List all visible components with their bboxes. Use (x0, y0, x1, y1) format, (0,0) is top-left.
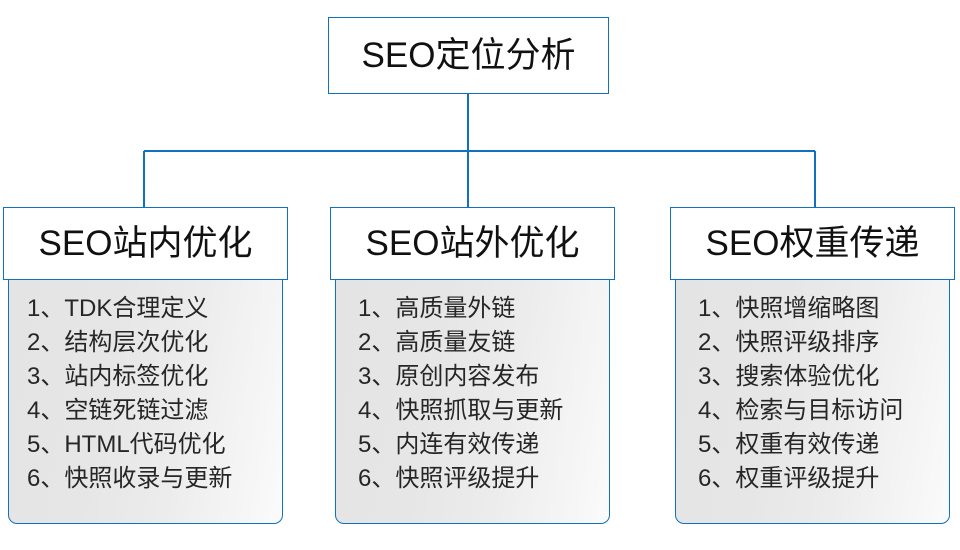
list-item: 6、权重评级提升 (698, 465, 880, 492)
list-item: 1、快照增缩略图 (698, 295, 880, 322)
branch-title-1: SEO站内优化 (38, 224, 253, 263)
branch-header-2[interactable]: SEO站外优化 (330, 207, 615, 280)
branch-column-3: SEO权重传递 1、快照增缩略图 2、快照评级排序 3、搜索体验优化 4、检索与… (670, 207, 955, 524)
branch-header-1[interactable]: SEO站内优化 (3, 207, 288, 280)
list-item: 2、快照评级排序 (698, 329, 880, 356)
list-item: 6、快照收录与更新 (27, 465, 233, 492)
branch-column-2: SEO站外优化 1、高质量外链 2、高质量友链 3、原创内容发布 4、快照抓取与… (330, 207, 615, 524)
branch-body-2: 1、高质量外链 2、高质量友链 3、原创内容发布 4、快照抓取与更新 5、内连有… (335, 280, 610, 524)
list-item: 2、高质量友链 (358, 329, 516, 356)
branch-header-3[interactable]: SEO权重传递 (670, 207, 955, 280)
branch-title-2: SEO站外优化 (365, 224, 580, 263)
branch-body-3: 1、快照增缩略图 2、快照评级排序 3、搜索体验优化 4、检索与目标访问 5、权… (675, 280, 950, 524)
list-item: 3、站内标签优化 (27, 363, 209, 390)
list-item: 4、检索与目标访问 (698, 397, 904, 424)
list-item: 2、结构层次优化 (27, 329, 209, 356)
list-item: 5、权重有效传递 (698, 431, 880, 458)
branch-body-1: 1、TDK合理定义 2、结构层次优化 3、站内标签优化 4、空链死链过滤 5、H… (8, 280, 283, 524)
list-item: 4、空链死链过滤 (27, 397, 209, 424)
root-node[interactable]: SEO定位分析 (328, 17, 609, 94)
list-item: 4、快照抓取与更新 (358, 397, 564, 424)
list-item: 3、搜索体验优化 (698, 363, 880, 390)
list-item: 6、快照评级提升 (358, 465, 540, 492)
list-item: 1、高质量外链 (358, 295, 516, 322)
branch-title-3: SEO权重传递 (705, 224, 920, 263)
list-item: 3、原创内容发布 (358, 363, 540, 390)
list-item: 5、内连有效传递 (358, 431, 540, 458)
root-node-label: SEO定位分析 (361, 36, 576, 75)
list-item: 1、TDK合理定义 (27, 295, 209, 322)
list-item: 5、HTML代码优化 (27, 431, 226, 458)
branch-column-1: SEO站内优化 1、TDK合理定义 2、结构层次优化 3、站内标签优化 4、空链… (3, 207, 288, 524)
